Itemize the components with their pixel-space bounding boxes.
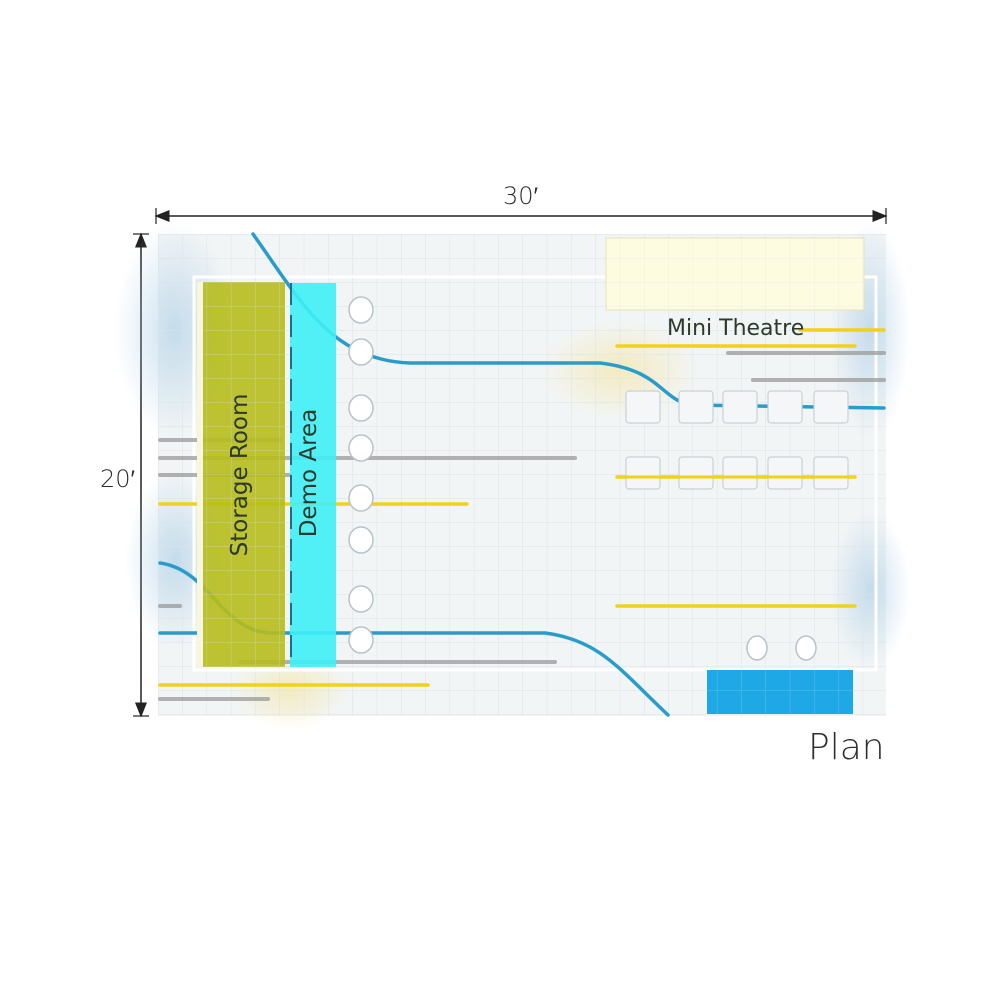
mini-theatre-label: Mini Theatre bbox=[667, 316, 805, 341]
plan-label: Plan bbox=[808, 727, 885, 768]
theatre-seats bbox=[625, 390, 849, 490]
demo-area-label: Demo Area bbox=[296, 408, 322, 538]
storage-room-label: Storage Room bbox=[227, 393, 253, 557]
counter-stools bbox=[746, 635, 817, 661]
width-label: 30′ bbox=[503, 182, 539, 210]
stools bbox=[348, 296, 374, 654]
demo-area bbox=[290, 283, 336, 667]
depth-label: 20′ bbox=[100, 465, 136, 493]
